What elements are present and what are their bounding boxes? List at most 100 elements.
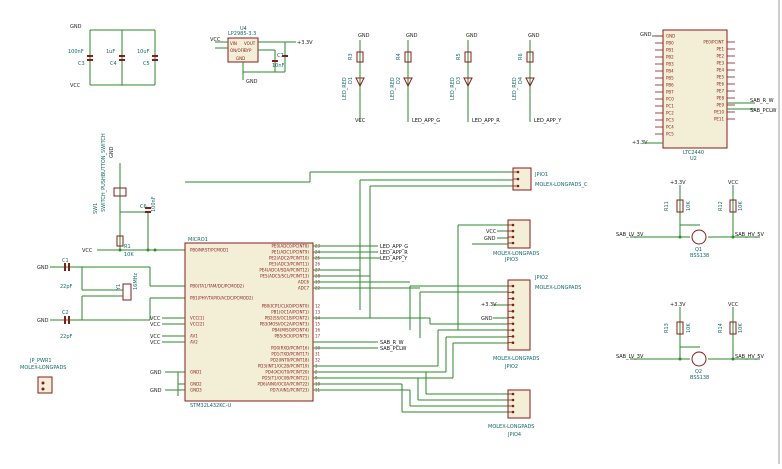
crystal-value: 16MHz bbox=[133, 273, 139, 290]
connector-ref: JPIO2 bbox=[534, 275, 548, 281]
resistor-value: 10K bbox=[686, 201, 692, 211]
connector-value: MOLEX-LONGPADS bbox=[488, 424, 534, 430]
connector-pin bbox=[511, 392, 515, 396]
capacitor-symbol bbox=[145, 207, 151, 209]
connector-pin bbox=[511, 328, 515, 332]
ic-pin-label: PE0/PCINT bbox=[703, 40, 724, 45]
ic-pin-label: PE10 bbox=[714, 110, 724, 115]
net-label: LED_APP_R bbox=[472, 118, 500, 124]
ic-pin-label: PE6 bbox=[717, 82, 725, 87]
mcu-pin-number: 26 bbox=[315, 262, 321, 267]
cap-value: 100nF bbox=[151, 196, 157, 212]
mcu-pin-label: PB0(ICP1/CLKO/PCINT0) bbox=[262, 304, 310, 309]
ic-pin-label: PE11 bbox=[714, 117, 724, 122]
cap-ref: C4 bbox=[110, 61, 117, 67]
switch-value: SWITCH_PUSHBUTTON_SWITCH bbox=[101, 133, 107, 212]
cap-ref: C1 bbox=[62, 258, 69, 264]
vcc-label: VCC bbox=[70, 83, 81, 89]
mcu-pin-label: PD4(XCK/T0/PCINT20) bbox=[265, 370, 309, 375]
crystal-block: GND GND C1 22pF C2 22pF Y1 16MHz bbox=[37, 258, 185, 340]
led-symbol bbox=[355, 77, 365, 88]
led-ref: D2 bbox=[396, 77, 402, 84]
connector-value: MOLEX-LONGPADS_C bbox=[535, 182, 588, 188]
net-label: LED_APP_Y bbox=[380, 256, 408, 262]
cap-ref: C2 bbox=[62, 310, 69, 316]
cap-ref: C7 bbox=[277, 53, 284, 59]
right-ic-ref: U2 bbox=[690, 156, 697, 162]
gnd-label: GND bbox=[481, 316, 493, 322]
connector-pin bbox=[511, 404, 515, 408]
v33-label: +3.3V bbox=[632, 140, 648, 146]
net-label: SAB_LV_3V bbox=[616, 232, 644, 238]
led-ref: D4 bbox=[518, 77, 524, 84]
gnd-label: GND bbox=[37, 318, 49, 324]
mcu-pin-number: 16 bbox=[315, 328, 321, 333]
regulator-ref: U4 bbox=[240, 26, 247, 32]
mcu-pin-label: AV1 bbox=[190, 334, 198, 339]
transistor-ref: Q1 bbox=[695, 247, 702, 253]
connector-value: MOLEX-LONGPADS bbox=[535, 285, 581, 291]
resistor-ref: R3 bbox=[348, 53, 354, 60]
mcu-pin-label: AV2 bbox=[190, 340, 198, 345]
connector-body bbox=[507, 219, 531, 249]
ic-pin-label: PC0 bbox=[666, 97, 674, 102]
v33-label: +3.3V bbox=[670, 180, 686, 186]
mcu-pin-number: 17 bbox=[315, 334, 321, 339]
ic-pin-label: PB6 bbox=[666, 83, 674, 88]
pin-label: ON/OFF bbox=[230, 48, 246, 53]
connector-pin bbox=[511, 309, 515, 313]
net-label: SAB_HV_5V bbox=[735, 354, 764, 360]
led-symbol bbox=[525, 77, 535, 88]
connector-pin bbox=[511, 398, 515, 402]
net-label: LED_APP_G bbox=[380, 244, 408, 250]
connector-ref: JPIO2 bbox=[504, 364, 518, 370]
capacitor-symbol bbox=[152, 55, 158, 57]
connector-jpio4: MOLEX-LONGPADS JPIO4 bbox=[488, 389, 534, 438]
vcc-label: VCC bbox=[150, 340, 161, 346]
net-label: SAB_R_W bbox=[750, 98, 774, 104]
mcu-pin-number: 32 bbox=[315, 358, 321, 363]
net-label: SAB_PCLW bbox=[380, 346, 406, 352]
v33-label: +3.3V bbox=[670, 302, 686, 308]
pin-label: GND bbox=[236, 56, 245, 61]
decoupling-block: GND VCC 100nF C3 1uF C4 10uF C5 bbox=[68, 24, 158, 89]
cap-value: 10nF bbox=[272, 63, 285, 69]
ic-pin-label: PC1 bbox=[666, 104, 674, 109]
ic-pin-label: PC5 bbox=[666, 132, 674, 137]
led-value: LED_RED bbox=[390, 77, 396, 100]
net-label: SAB_HV_5V bbox=[735, 232, 764, 238]
pin-label: BYP bbox=[244, 48, 252, 53]
vcc-label: VCC bbox=[210, 37, 221, 43]
led-symbol bbox=[403, 77, 413, 88]
ic-pin-label: PC3 bbox=[666, 118, 674, 123]
mcu-pin-label: PD2(INT0/PCINT18) bbox=[270, 358, 309, 363]
switch-ref: SW1 bbox=[93, 203, 99, 214]
mcu-pin-number: 12 bbox=[315, 304, 321, 309]
resistor-ref: R12 bbox=[718, 201, 724, 211]
mcu-pin-label: PB0/NRST/PCMOD1 bbox=[190, 248, 229, 253]
mcu-pin-label: PD7(AIN1/PCINT23) bbox=[270, 388, 309, 393]
reset-block: GND SW1 SWITCH_PUSHBUTTON_SWITCH C6 100n… bbox=[82, 133, 185, 258]
vcc-label: VCC bbox=[728, 302, 739, 308]
pin-label: VOUT bbox=[244, 41, 256, 46]
connector-pin bbox=[511, 335, 515, 338]
ic-pin-label: PB3 bbox=[666, 62, 674, 67]
led-ref: D3 bbox=[456, 77, 462, 84]
crystal-ref: Y1 bbox=[116, 284, 122, 291]
ic-pin-label: PE7 bbox=[717, 89, 725, 94]
mcu-pin-label: PB0(TA1/TAM/DC/PCMOD2) bbox=[190, 284, 244, 289]
right-ic-part: LTC2440 bbox=[683, 150, 704, 156]
gnd-label: GND bbox=[466, 33, 478, 39]
resistor-symbol bbox=[116, 235, 124, 247]
connector-pin bbox=[511, 291, 515, 294]
gnd-label: GND bbox=[484, 236, 496, 242]
capacitor-symbol bbox=[152, 59, 158, 61]
mcu-pin-label: PE2(ADC2/PCINT10) bbox=[269, 256, 309, 261]
resistor-symbol bbox=[729, 321, 737, 335]
led-value: LED_RED bbox=[450, 77, 456, 100]
connector-pin bbox=[516, 184, 520, 188]
